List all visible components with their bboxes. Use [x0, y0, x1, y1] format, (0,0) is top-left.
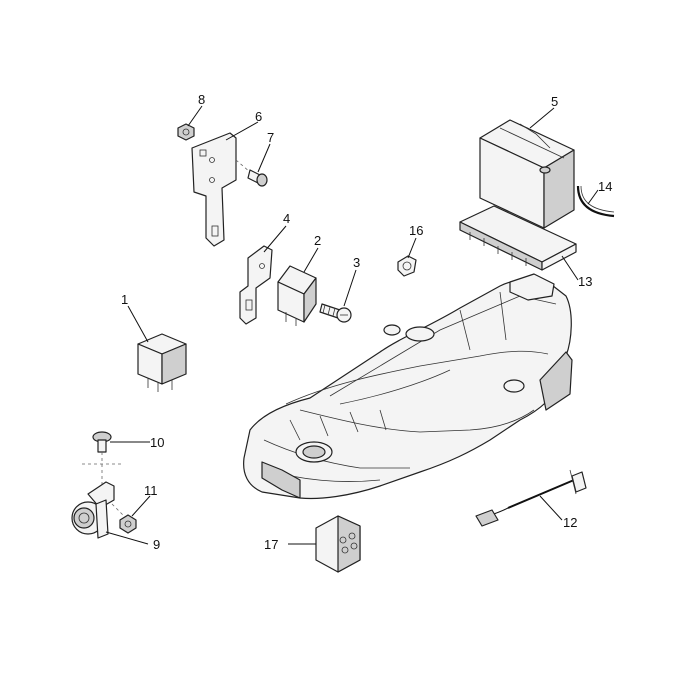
leader-7 [257, 143, 271, 173]
leader-11 [131, 495, 151, 517]
part-11-nut [111, 503, 137, 534]
leader-8 [187, 105, 203, 127]
leader-2 [303, 247, 319, 273]
part-8-nut [177, 123, 195, 141]
part-5-battery [479, 119, 575, 229]
leader-5 [529, 107, 555, 129]
callout-1: 1 [121, 292, 128, 307]
part-7-bolt [235, 159, 268, 187]
callout-11: 11 [144, 483, 158, 498]
part-17-connector [315, 515, 361, 573]
leader-6 [225, 121, 259, 141]
callout-10: 10 [150, 435, 164, 450]
callout-14: 14 [598, 179, 612, 194]
leader-13 [561, 255, 579, 281]
part-2-relay [277, 265, 317, 326]
callout-labels: 1 2 3 4 5 6 7 8 9 10 11 12 13 14 16 17 [121, 92, 612, 552]
leader-1 [127, 305, 149, 343]
part-12-sensor-cable [475, 469, 587, 527]
callout-12: 12 [563, 515, 577, 530]
callout-16: 16 [409, 223, 423, 238]
callout-4: 4 [283, 211, 290, 226]
callout-17: 17 [264, 537, 278, 552]
leader-16 [407, 237, 417, 259]
part-13-battery-tray [459, 205, 577, 271]
part-10-screw [82, 431, 122, 490]
leader-lines [105, 105, 599, 545]
part-4-bracket [239, 245, 273, 325]
callout-5: 5 [551, 94, 558, 109]
callout-9: 9 [153, 537, 160, 552]
callout-13: 13 [578, 274, 592, 289]
part-9-horn [71, 481, 115, 539]
callout-6: 6 [255, 109, 262, 124]
part-1-relay [137, 333, 187, 392]
leader-9 [105, 531, 149, 545]
leader-4 [263, 225, 287, 253]
callout-7: 7 [267, 130, 274, 145]
part-6-bracket [191, 132, 237, 247]
part-3-screw [319, 303, 352, 323]
underseat-body-shell [243, 273, 573, 500]
leader-3 [343, 269, 357, 307]
callout-3: 3 [353, 255, 360, 270]
callout-8: 8 [198, 92, 205, 107]
leader-12 [539, 495, 563, 521]
leader-14 [587, 189, 599, 205]
callout-2: 2 [314, 233, 321, 248]
part-14-vent-hose [576, 185, 615, 218]
part-16-clip [397, 255, 417, 277]
